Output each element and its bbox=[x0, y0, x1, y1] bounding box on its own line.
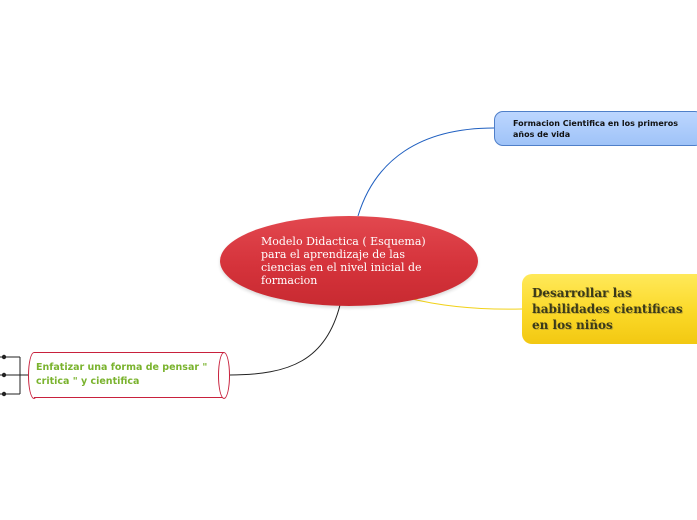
central-topic-text: Modelo Didactica ( Esquema) para el apre… bbox=[261, 235, 426, 287]
child-link-dot-2 bbox=[1, 372, 7, 378]
connector-enfatizar-children bbox=[14, 356, 28, 395]
topic-desarrollar-habilidades[interactable]: Desarrollar las habilidades cientificas … bbox=[522, 274, 697, 344]
cylinder-body bbox=[34, 352, 224, 398]
topic-formacion-cientifica-text: Formacion Cientifica en los primeros año… bbox=[513, 119, 679, 139]
central-topic[interactable]: Modelo Didactica ( Esquema) para el apre… bbox=[220, 216, 478, 306]
connector-central-to-habilidades bbox=[407, 297, 523, 310]
topic-enfatizar-pensamiento[interactable]: Enfatizar una forma de pensar " critica … bbox=[28, 352, 231, 399]
connector-central-to-formacion bbox=[357, 127, 495, 217]
topic-enfatizar-pensamiento-text: Enfatizar una forma de pensar " critica … bbox=[36, 362, 208, 387]
child-link-dot-1 bbox=[1, 354, 7, 360]
topic-formacion-cientifica[interactable]: Formacion Cientifica en los primeros año… bbox=[494, 111, 697, 146]
cylinder-cap-right bbox=[218, 352, 230, 399]
connector-central-to-enfatizar bbox=[229, 304, 341, 376]
child-link-dot-3 bbox=[1, 391, 7, 397]
topic-desarrollar-habilidades-text: Desarrollar las habilidades cientificas … bbox=[532, 286, 683, 332]
